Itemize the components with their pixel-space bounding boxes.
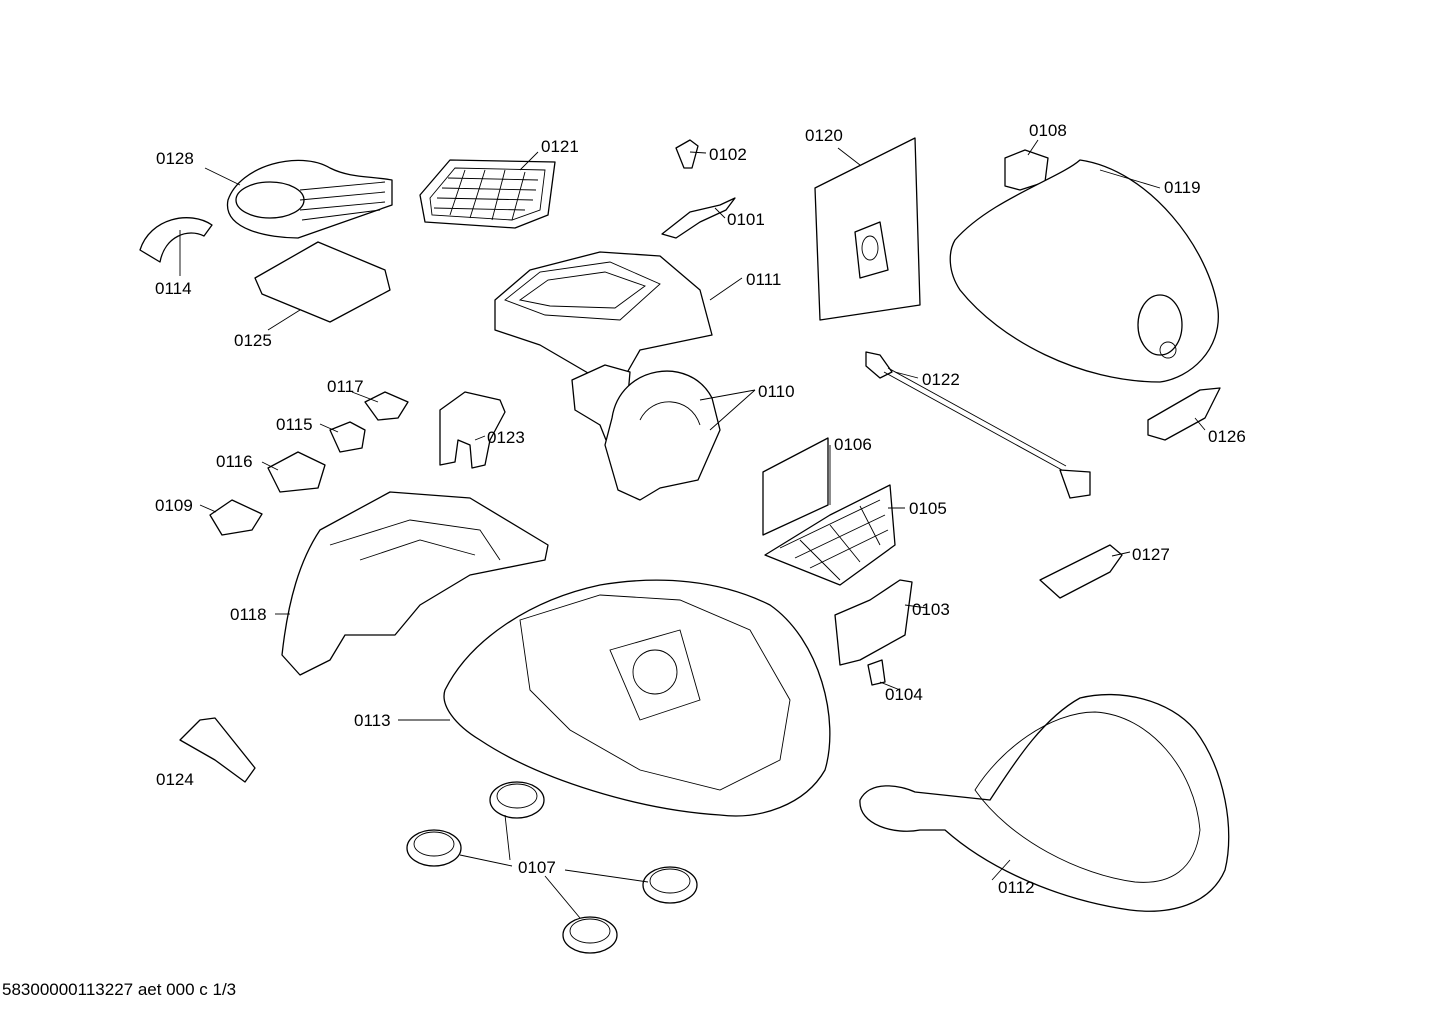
part-0119-top-lid[interactable] [949,159,1219,383]
part-0122-cable[interactable] [865,351,1091,499]
part-0107-wheel-1[interactable] [489,781,545,819]
label-0115: 0115 [276,415,313,434]
part-0113-base-housing[interactable] [443,579,831,817]
label-0120: 0120 [805,126,843,145]
part-0103-bracket[interactable] [834,579,913,666]
label-0104: 0104 [885,685,923,704]
part-0114-small-cover[interactable] [139,217,213,263]
label-0124: 0124 [156,770,194,789]
part-0102-clip[interactable] [675,139,699,169]
label-0110: 0110 [758,382,795,401]
label-0106: 0106 [834,435,872,454]
label-0101: 0101 [727,210,765,229]
part-0126-lid-handle[interactable] [1147,387,1221,441]
part-0101-spring[interactable] [661,197,736,239]
part-labels: 0128 0114 0125 0121 0102 0101 0111 0110 … [155,121,1246,897]
label-0114: 0114 [155,279,192,298]
part-0127-latch[interactable] [1039,544,1123,599]
label-0112: 0112 [998,878,1035,897]
part-0121-hepa-filter[interactable] [419,159,556,229]
label-0119: 0119 [1164,178,1201,197]
label-0117: 0117 [327,377,364,396]
part-0124-clip-cover[interactable] [179,717,256,783]
part-0109-cap[interactable] [209,499,263,536]
label-0102: 0102 [709,145,747,164]
part-0123-lever[interactable] [439,391,506,469]
part-0128-handle-cover[interactable] [226,159,393,239]
label-0107: 0107 [518,858,556,877]
part-0116-grille-cover[interactable] [267,451,326,493]
part-0104-clip[interactable] [867,659,886,686]
part-0105-filter-grid[interactable] [764,484,896,586]
label-0118: 0118 [230,605,267,624]
label-0125: 0125 [234,331,272,350]
part-0106-filter-pad[interactable] [762,437,829,536]
part-0115-button[interactable] [329,421,366,453]
part-0112-bottom-frame[interactable] [859,693,1230,912]
label-0105: 0105 [909,499,947,518]
label-0109: 0109 [155,496,193,515]
label-0111: 0111 [746,270,781,289]
label-0121: 0121 [541,137,579,156]
leader-lines [179,139,1206,919]
document-code-footer: 58300000113227 aet 000 c 1/3 [2,980,237,999]
label-0123: 0123 [487,428,525,447]
part-0120-dust-bag[interactable] [814,137,921,321]
part-0107-wheel-4[interactable] [562,916,618,954]
label-0122: 0122 [922,370,960,389]
label-0116: 0116 [216,452,253,471]
label-0128: 0128 [156,149,194,168]
label-0127: 0127 [1132,545,1170,564]
label-0103: 0103 [912,600,950,619]
part-0111-filter-housing[interactable] [494,251,713,386]
part-0107-wheel-2[interactable] [406,829,462,867]
part-0117-grille[interactable] [364,391,409,421]
part-0125-filter-mat[interactable] [254,241,391,323]
label-0126: 0126 [1208,427,1246,446]
part-0118-front-housing[interactable] [281,491,549,676]
part-0107-wheel-3[interactable] [642,866,698,904]
label-0108: 0108 [1029,121,1067,140]
label-0113: 0113 [354,711,391,730]
part-0110-motor-seals[interactable] [571,364,721,501]
